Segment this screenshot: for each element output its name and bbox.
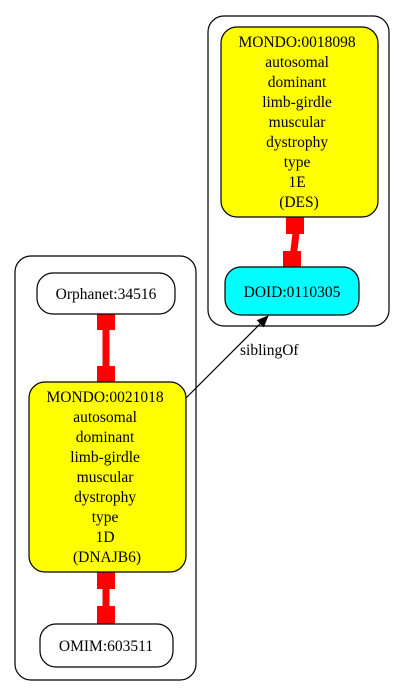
node-doid[interactable]: DOID:0110305	[224, 266, 360, 316]
node-mondo18098-line-7: 1E	[288, 174, 305, 191]
node-mondo21018-line-8: (DNAJB6)	[73, 549, 141, 566]
node-mondo18098-line-4: muscular	[269, 114, 327, 131]
svg-text:DOID:0110305: DOID:0110305	[244, 284, 341, 301]
node-mondo21018-line-4: muscular	[77, 469, 135, 486]
cluster-left	[14, 255, 197, 681]
edge-mondo21018-omim	[97, 570, 115, 625]
svg-text:OMIM:603511: OMIM:603511	[59, 638, 153, 655]
svg-text:Orphanet:34516: Orphanet:34516	[56, 286, 157, 303]
node-mondo21018-line-3: limb-girdle	[70, 449, 140, 466]
svg-text:MONDO:0018098 autosomal: MONDO:0018098 autosomal dominant limb-gi…	[239, 34, 360, 211]
node-mondo18098-line-2: dominant	[268, 74, 327, 91]
node-orphanet[interactable]: Orphanet:34516	[36, 272, 176, 315]
edge-siblingof: siblingOf	[185, 315, 299, 399]
node-mondo21018-line-1: autosomal	[73, 409, 137, 426]
node-mondo18098-line-1: autosomal	[265, 54, 329, 71]
node-mondo18098-line-6: type	[284, 154, 311, 171]
node-mondo21018-line-2: dominant	[76, 429, 135, 446]
node-mondo18098-line-0: MONDO:0018098	[239, 34, 356, 51]
edge-orphanet-mondo21018	[97, 310, 115, 386]
node-mondo21018-line-5: dystrophy	[74, 489, 136, 506]
node-mondo18098-line-3: limb-girdle	[262, 94, 332, 111]
node-omim[interactable]: OMIM:603511	[39, 623, 174, 668]
node-mondo-0018098[interactable]: MONDO:0018098 autosomal dominant limb-gi…	[220, 26, 379, 218]
node-orphanet-label: Orphanet:34516	[56, 286, 157, 303]
node-mondo-0021018[interactable]: MONDO:0021018 autosomal dominant limb-gi…	[28, 381, 187, 573]
node-mondo21018-line-7: 1D	[96, 529, 115, 546]
svg-text:MONDO:0021018 autosomal: MONDO:0021018 autosomal dominant limb-gi…	[47, 389, 168, 566]
siblingof-label: siblingOf	[240, 342, 299, 359]
node-doid-label: DOID:0110305	[244, 284, 341, 301]
node-mondo18098-line-5: dystrophy	[266, 134, 328, 151]
node-mondo18098-line-8: (DES)	[279, 194, 319, 211]
node-omim-label: OMIM:603511	[59, 638, 153, 655]
edge-mondo18098-doid	[283, 215, 304, 270]
node-mondo21018-line-0: MONDO:0021018	[47, 389, 164, 406]
node-mondo21018-line-6: type	[92, 509, 119, 526]
cluster-right	[207, 15, 390, 327]
